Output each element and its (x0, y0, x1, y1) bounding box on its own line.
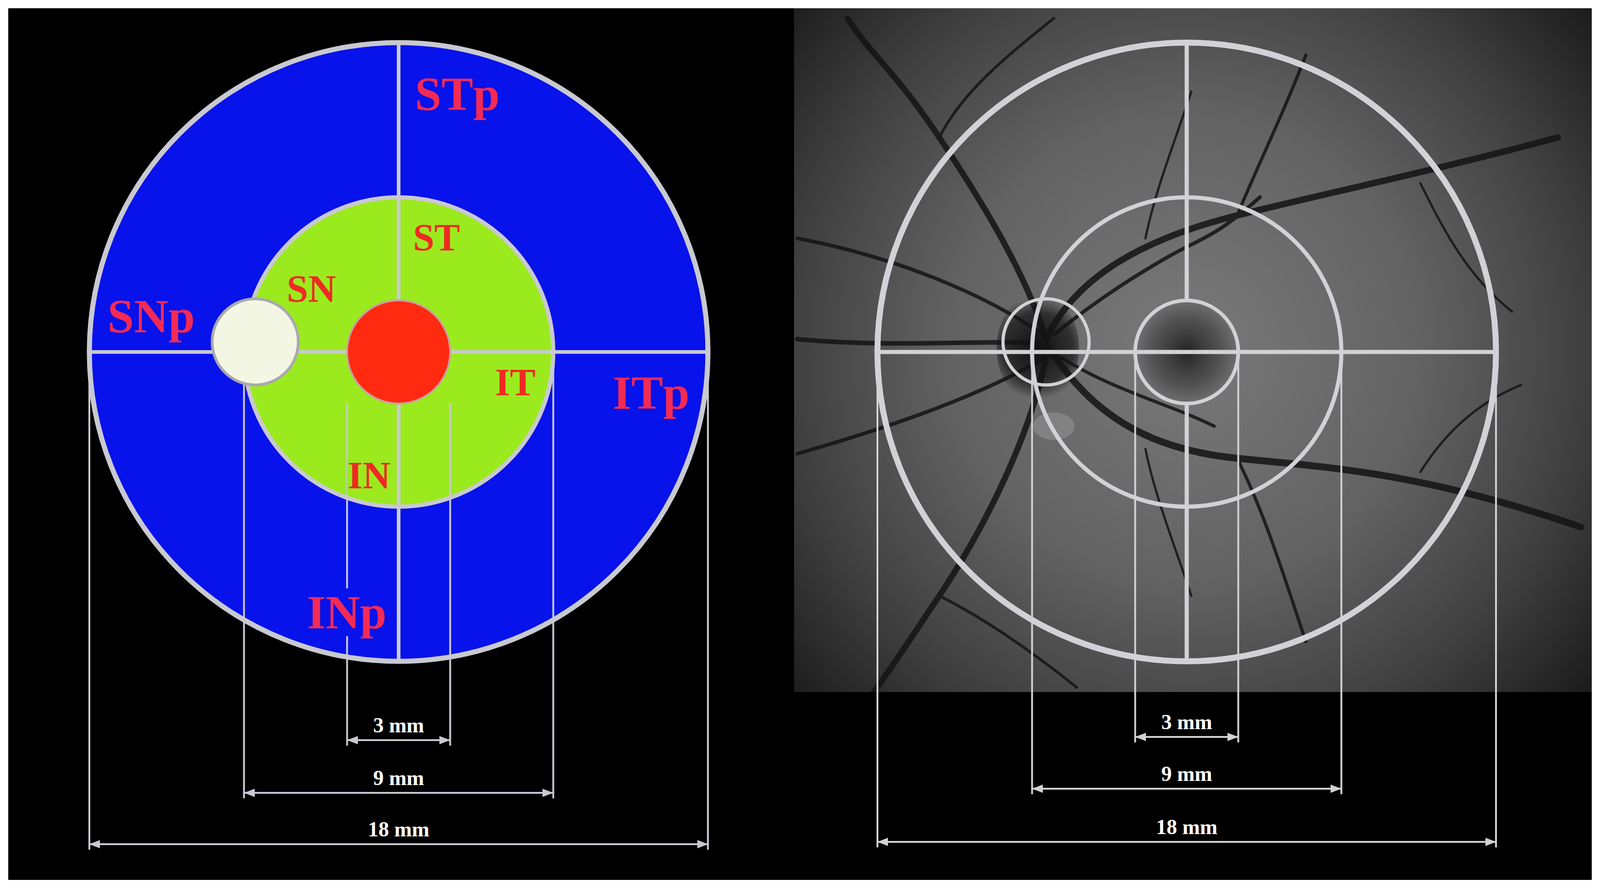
sector-label: ITp (611, 368, 691, 417)
black-ground (8, 8, 1592, 880)
sector-label: STp (413, 70, 501, 118)
right-arrowheads (877, 732, 1496, 846)
optic-disc-circle (212, 298, 299, 385)
fundus-photo (794, 8, 1592, 692)
dimension-label: 9 mm (370, 767, 427, 789)
dimension-label: 18 mm (365, 818, 433, 840)
dimension-label: 18 mm (1153, 816, 1221, 838)
dimension-label: 3 mm (1158, 711, 1215, 733)
sector-label: ST (411, 218, 461, 258)
right-grid-overlay (877, 42, 1496, 848)
sector-label: SN (285, 269, 337, 309)
fovea-circle (347, 300, 451, 404)
sector-label: IT (493, 363, 537, 402)
left-arrowheads (89, 735, 708, 849)
dimension-label: 3 mm (370, 714, 427, 736)
sector-label: IN (346, 456, 392, 495)
sector-label: SNp (106, 292, 197, 340)
dimension-label: 9 mm (1158, 763, 1215, 785)
